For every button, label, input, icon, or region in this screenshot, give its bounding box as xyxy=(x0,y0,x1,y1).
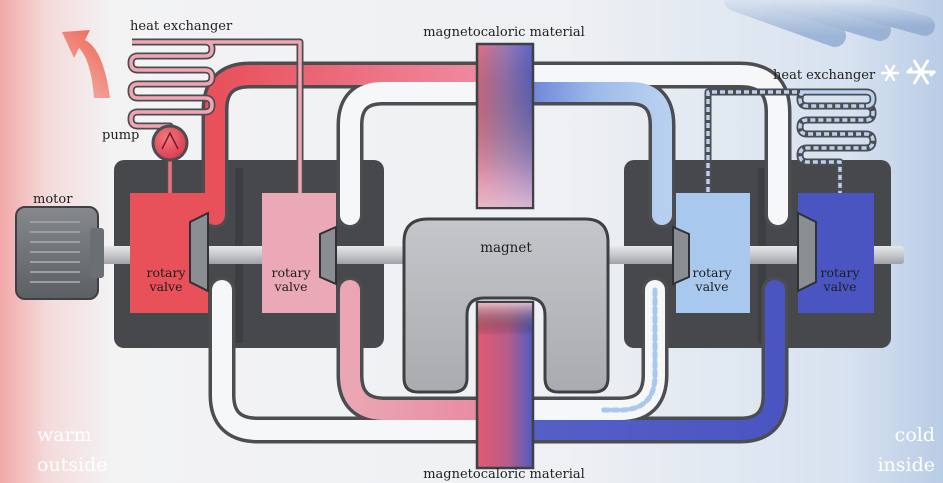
magnetocaloric-bottom-label: magnetocaloric material xyxy=(423,467,585,482)
pump-label: pump xyxy=(102,128,140,143)
rotary-label-line: rotary xyxy=(271,265,311,280)
rotary-valve-label-3: rotary valve xyxy=(692,266,731,294)
valve-label-line: valve xyxy=(274,279,308,294)
snowflake-icon xyxy=(880,59,936,85)
valve-label-line: valve xyxy=(695,279,729,294)
valve-label-line: valve xyxy=(149,279,183,294)
motor-icon xyxy=(15,206,104,300)
pump-icon xyxy=(151,124,189,162)
heat-exchanger-coil-icon xyxy=(127,38,304,200)
rotary-label-line: rotary xyxy=(692,265,732,280)
cold-label: cold xyxy=(894,424,935,446)
rotary-label-line: rotary xyxy=(820,265,860,280)
pipe-network xyxy=(201,61,792,444)
motor-label: motor xyxy=(33,192,73,207)
heat-exchanger-right-label: heat exchanger xyxy=(773,68,876,83)
outside-label: outside xyxy=(37,454,108,476)
warm-arrow-icon xyxy=(62,30,110,98)
rotary-valve-label-1: rotary valve xyxy=(146,266,185,294)
rotary-valve-label-2: rotary valve xyxy=(271,266,310,294)
magnetocaloric-top-label: magnetocaloric material xyxy=(423,25,585,40)
magnet-block xyxy=(402,217,610,394)
rotary-valve-label-4: rotary valve xyxy=(820,266,859,294)
valve-label-line: valve xyxy=(823,279,857,294)
magnet-label: magnet xyxy=(480,240,532,256)
magnetocaloric-block-top xyxy=(475,42,535,210)
warm-label: warm xyxy=(37,424,92,446)
rotary-label-line: rotary xyxy=(146,265,186,280)
cold-tubes-decoration xyxy=(724,0,935,47)
heat-exchanger-coil-icon xyxy=(704,88,877,200)
inside-label: inside xyxy=(877,454,935,476)
magnetocaloric-block-bottom xyxy=(475,300,535,470)
heat-exchanger-left-label: heat exchanger xyxy=(130,19,233,34)
rotary-valve-icon xyxy=(189,211,817,293)
